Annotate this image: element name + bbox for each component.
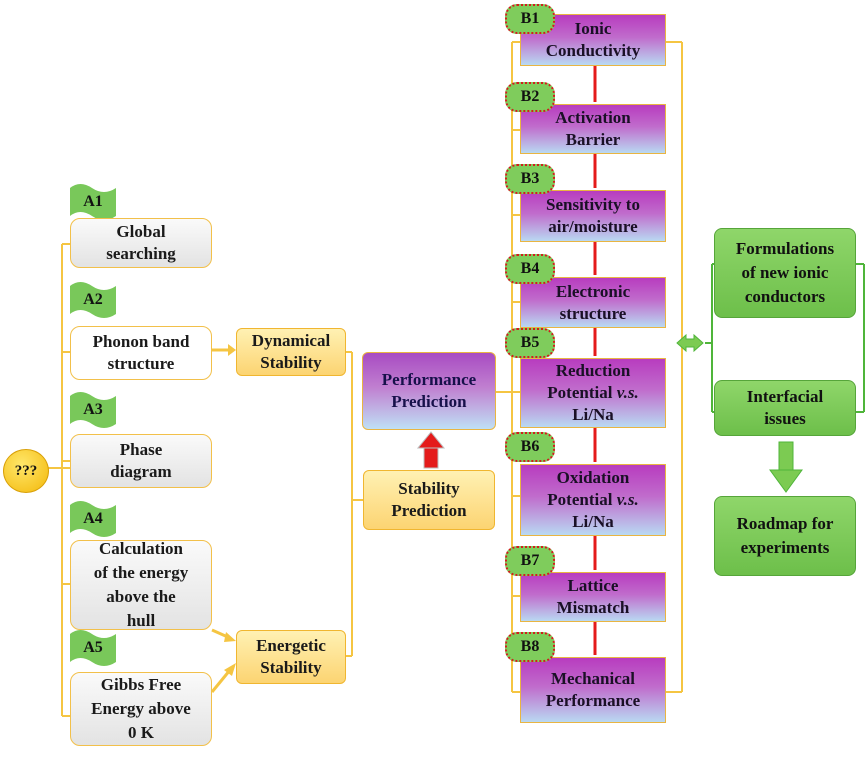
box-line: Stability [260,353,322,372]
box-line: Performance [381,370,477,389]
badge-a1: A1 [70,188,116,216]
badge-a1-label: A1 [83,193,103,210]
property-line: Performance [545,691,641,710]
badge-b7: B7 [505,546,555,576]
box-line: of new ionic [741,263,829,282]
property-line: Li/Na [572,512,614,531]
a-flag-shapes [70,184,116,666]
badge-a5: A5 [70,634,116,662]
badge-b8: B8 [505,632,555,662]
property-line: Lattice [567,576,619,595]
method-line: diagram [110,462,172,481]
box-line: Dynamical [251,331,331,350]
method-line: Energy above [91,699,191,718]
badge-b2: B2 [505,82,555,112]
badge-b1-label: B1 [520,10,540,27]
method-line: Global [116,222,166,241]
method-phase-diagram: Phase diagram [70,434,212,488]
method-line: structure [107,354,175,373]
box-line: issues [764,409,806,428]
method-energy-above-hull: Calculation of the energy above the hull [70,539,212,630]
badge-b7-label: B7 [520,552,540,569]
box-line: Roadmap for [736,514,834,533]
box-line: Interfacial [746,387,824,406]
box-line: Stability [260,658,322,677]
method-line: Phonon band [92,332,190,351]
property-line: Oxidation [556,468,630,487]
badge-b8-label: B8 [520,638,540,655]
property-line: Ionic [574,19,612,38]
roadmap-box: Roadmap for experiments [714,496,856,576]
property-line: structure [559,303,627,323]
property-line: Reduction [555,361,631,380]
method-line: above the [106,587,176,606]
box-line: Prediction [391,501,467,520]
method-line: searching [106,244,176,263]
property-line: Li/Na [572,405,614,424]
badge-a4-label: A4 [83,510,103,527]
method-line: 0 K [128,723,154,742]
method-line: of the energy [93,563,189,582]
method-line: Calculation [98,539,184,558]
badge-a5-label: A5 [83,639,103,656]
property-line: Sensitivity to [546,195,640,214]
property-line: Electronic [555,281,631,301]
property-line: Barrier [565,130,621,149]
badge-b6: B6 [505,432,555,462]
badge-a2: A2 [70,286,116,314]
unknown-material-node: ??? [3,449,49,493]
box-line: Prediction [391,392,467,411]
method-line: Gibbs Free [100,675,182,694]
interfacial-issues-box: Interfacial issues [714,380,856,436]
box-line: Energetic [256,636,326,655]
badge-a4: A4 [70,505,116,533]
box-line: Formulations [735,239,835,258]
property-line: Conductivity [545,41,641,60]
property-line: Activation [555,108,631,127]
method-line: Phase [119,440,163,459]
property-sensitivity-air-moisture: Sensitivity to air/moisture [520,190,666,242]
badge-b5-label: B5 [520,334,540,351]
box-line: Stability [398,479,460,498]
unknown-material-label: ??? [14,462,38,479]
property-line: air/moisture [548,217,638,236]
property-line: Potential v.s. [547,383,639,402]
badge-b6-label: B6 [520,438,540,455]
badge-b3-label: B3 [520,170,540,187]
box-line: experiments [740,538,830,557]
formulations-box: Formulations of new ionic conductors [714,228,856,318]
method-phonon-band: Phonon band structure [70,326,212,380]
property-line: Potential v.s. [547,490,639,509]
method-global-searching: Global searching [70,218,212,268]
box-line: conductors [744,287,826,306]
method-line: hull [126,611,156,630]
badge-b3: B3 [505,164,555,194]
badge-b1: B1 [505,4,555,34]
badge-a3-label: A3 [83,401,103,418]
badge-b5: B5 [505,328,555,358]
badge-b4-label: B4 [520,260,540,277]
badge-a3: A3 [70,396,116,424]
property-line: Mechanical [550,669,636,688]
badge-a2-label: A2 [83,291,103,308]
property-line: Mismatch [556,598,630,617]
badge-b2-label: B2 [520,88,540,105]
badge-b4: B4 [505,254,555,284]
